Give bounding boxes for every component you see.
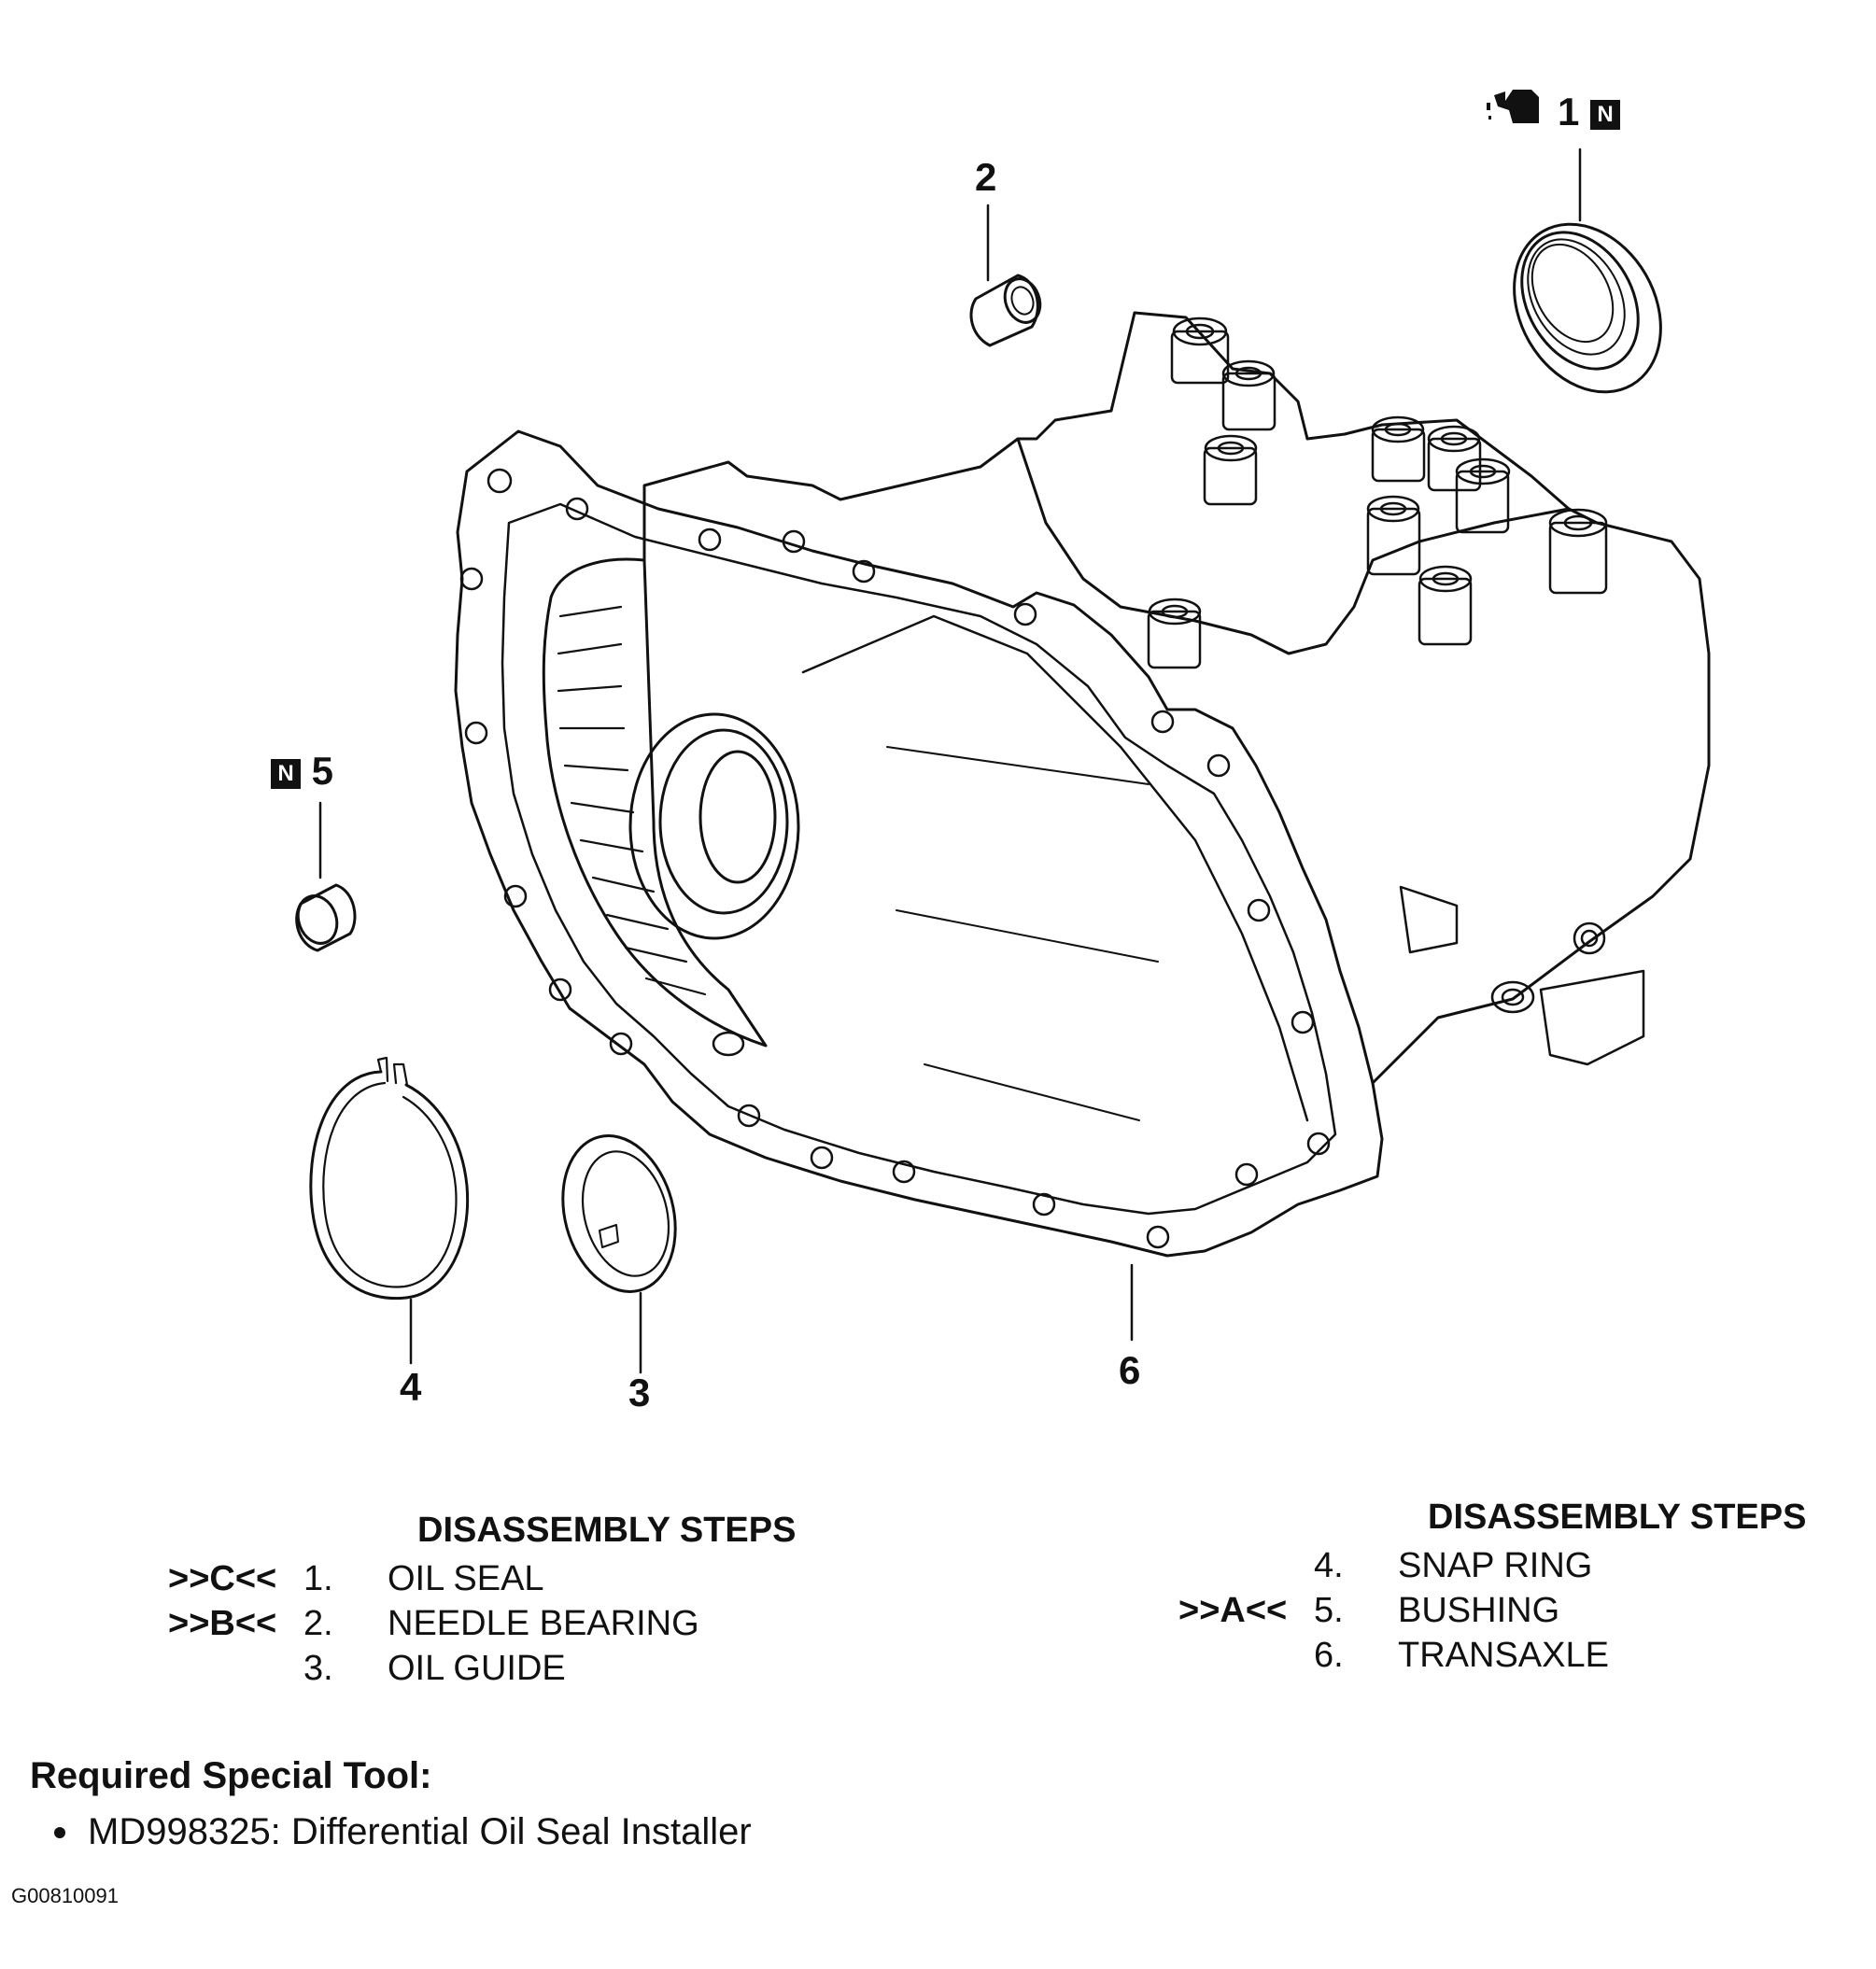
callout-2: 2 [975, 155, 996, 200]
callout-2-label: 2 [975, 155, 997, 199]
housing-flange-inner [501, 502, 1337, 1216]
required-tool-item: MD998325: Differential Oil Seal Installe… [54, 1811, 752, 1853]
required-tool-heading: Required Special Tool: [30, 1755, 432, 1796]
part-needle-bearing [969, 274, 1042, 347]
steps-left-title: DISASSEMBLY STEPS [417, 1511, 797, 1550]
step-marker: >>A<< [1178, 1590, 1288, 1630]
step-name: SNAP RING [1398, 1545, 1593, 1585]
flange-bolt-holes [459, 468, 1331, 1249]
housing-lower-features [712, 885, 1645, 1066]
housing-bosses [1147, 316, 1608, 669]
disassembly-steps-left: DISASSEMBLY STEPS >>C<< 1. OIL SEAL >>B<… [168, 1511, 796, 1691]
steps-right-title: DISASSEMBLY STEPS [1428, 1498, 1807, 1537]
step-row: 6. TRANSAXLE [1178, 1633, 1806, 1678]
step-name: TRANSAXLE [1398, 1635, 1609, 1675]
housing-side-panel [801, 614, 1309, 1122]
callout-6-label: 6 [1119, 1348, 1141, 1392]
part-snap-ring [309, 1056, 470, 1301]
part-oil-seal [1513, 222, 1662, 394]
callout-6: 6 [1119, 1348, 1140, 1393]
callout-5: N 5 [271, 749, 333, 794]
step-row: 3. OIL GUIDE [168, 1646, 796, 1691]
bullet-icon [54, 1826, 65, 1838]
housing-bell-face [542, 557, 768, 1048]
new-part-n-icon: N [271, 758, 301, 789]
callout-5-label: 5 [311, 749, 334, 793]
step-row: 4. SNAP RING [1178, 1543, 1806, 1588]
callout-4-label: 4 [400, 1365, 422, 1409]
step-name: OIL SEAL [388, 1558, 544, 1598]
disassembly-steps-right: DISASSEMBLY STEPS 4. SNAP RING >>A<< 5. … [1178, 1498, 1806, 1678]
required-tool-text: MD998325: Differential Oil Seal Installe… [88, 1811, 752, 1852]
callout-4: 4 [400, 1365, 421, 1410]
step-number: 3. [303, 1648, 333, 1688]
step-number: 1. [303, 1558, 333, 1598]
step-marker: >>C<< [168, 1558, 277, 1598]
exploded-view-diagram [295, 90, 1711, 1374]
housing-side-line [886, 746, 1159, 1121]
step-number: 5. [1314, 1590, 1344, 1630]
housing-main-bore [628, 712, 800, 940]
step-name: OIL GUIDE [388, 1648, 566, 1688]
callout-1-label: 1 [1558, 90, 1580, 134]
housing-main-bore-inner [658, 728, 789, 915]
callout-3: 3 [628, 1371, 650, 1415]
step-name: NEEDLE BEARING [388, 1603, 699, 1643]
new-part-n-icon: N [1590, 99, 1621, 130]
step-row: >>B<< 2. NEEDLE BEARING [168, 1601, 796, 1646]
step-name: BUSHING [1398, 1590, 1560, 1630]
callout-3-label: 3 [628, 1371, 651, 1414]
oil-can-icon [1487, 90, 1539, 123]
step-row: >>A<< 5. BUSHING [1178, 1588, 1806, 1633]
step-number: 4. [1314, 1545, 1344, 1585]
step-row: >>C<< 1. OIL SEAL [168, 1556, 796, 1601]
part-oil-guide [561, 1134, 677, 1293]
figure-code: G00810091 [11, 1884, 119, 1907]
part-bushing [295, 883, 357, 952]
step-number: 6. [1314, 1635, 1344, 1675]
step-marker: >>B<< [168, 1603, 277, 1643]
housing-flange-outline [454, 429, 1384, 1258]
callout-1: 1 N [1558, 90, 1621, 134]
transaxle-housing [454, 311, 1711, 1258]
housing-main-bore-seat [698, 750, 777, 884]
housing-upper-body [642, 311, 1711, 1085]
step-number: 2. [303, 1603, 333, 1643]
